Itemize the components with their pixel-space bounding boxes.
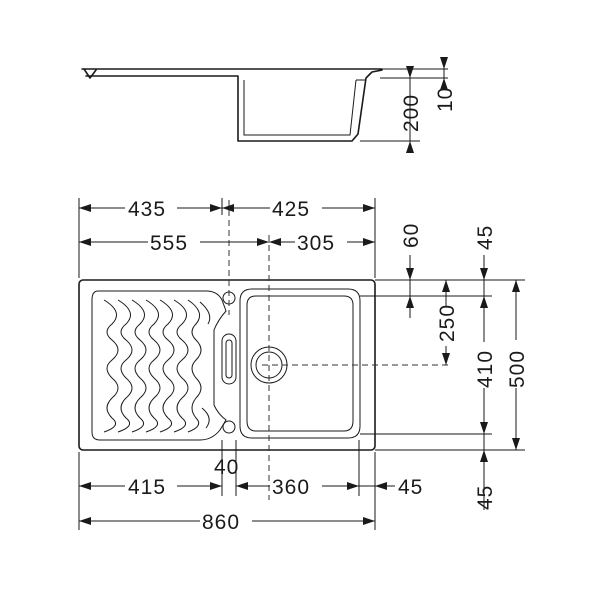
drainer-gap-label: 40: [214, 456, 239, 479]
label-bg-410: [475, 342, 495, 388]
drainer-ribs: [103, 299, 211, 433]
edge-to-bowl-label: 60: [400, 223, 423, 248]
arrow-360-right: [347, 482, 359, 490]
arrow-555-right: [257, 238, 269, 246]
width-right-label: 425: [272, 198, 310, 221]
arrow-555-left: [79, 238, 91, 246]
arrow-415-right: [210, 482, 222, 490]
right-dimensions: 60 45 250 410 500 45: [360, 223, 529, 510]
rim-label: 10: [434, 87, 457, 112]
edge-top-label: 45: [474, 225, 497, 250]
overflow-slot: [221, 333, 237, 385]
bowl-width-label: 360: [272, 476, 310, 499]
drainer-width-label: 415: [128, 476, 166, 499]
axis-left-label: 555: [150, 232, 188, 255]
bottom-dimensions: 40 415 360 45 860: [78, 440, 423, 534]
label-bg-555: [148, 232, 200, 252]
arrow-60-top: [406, 268, 414, 280]
label-bg-435: [125, 198, 177, 218]
label-bg-360: [270, 476, 322, 496]
arrow-250-top: [442, 280, 450, 292]
rim-arrow-bottom: [440, 78, 448, 90]
arrow-860-right: [363, 517, 375, 525]
arrow-45-top: [480, 268, 488, 280]
label-bg-860: [200, 511, 252, 531]
arrow-425-right: [363, 204, 375, 212]
side-view: 200 10: [81, 57, 457, 153]
overall-depth-label: 500: [506, 350, 529, 388]
arrow-45-right: [375, 482, 387, 490]
arrow-410-bottom: [480, 422, 488, 434]
arrow-360-left: [236, 482, 248, 490]
bowl-outer: [239, 288, 361, 439]
arrow-425-left: [222, 204, 234, 212]
label-bg-425: [270, 198, 322, 218]
arrow-860-left: [79, 517, 91, 525]
side-view-rim: [81, 68, 383, 142]
label-bg-250: [437, 306, 457, 346]
arrow-45-bottom: [480, 450, 488, 462]
top-dimensions: 435 425 555 305: [78, 198, 376, 278]
overflow-slot-inner: [225, 339, 233, 379]
arrow-435-left: [79, 204, 91, 212]
width-left-label: 435: [128, 198, 166, 221]
edge-right-label: 45: [398, 476, 423, 499]
drainer-board: [91, 290, 227, 441]
arrow-500-bottom: [512, 438, 520, 450]
sink-outline: [78, 279, 376, 451]
rim-arrow-top: [440, 57, 448, 69]
depth-arrow-top: [406, 66, 414, 78]
label-bg-415: [125, 476, 177, 496]
arrow-435-right: [210, 204, 222, 212]
drain-offset-label: 250: [436, 304, 459, 342]
depth-arrow-bottom: [406, 141, 414, 153]
side-view-inner-wall: [243, 79, 357, 136]
edge-bottom-label: 45: [474, 485, 497, 510]
axis-right-label: 305: [297, 232, 335, 255]
arrow-305-left: [269, 238, 281, 246]
second-tap-hole: [222, 420, 236, 434]
arrow-250-bottom: [442, 353, 450, 365]
overall-width-label: 860: [202, 511, 240, 534]
arrow-500-top: [512, 280, 520, 292]
bowl-height-label: 410: [474, 350, 497, 388]
arrow-305-right: [363, 238, 375, 246]
arrow-415-left: [79, 482, 91, 490]
bowl-inner: [246, 295, 354, 432]
arrow-60-bottom: [406, 296, 414, 308]
label-bg-305: [295, 232, 347, 252]
depth-label: 200: [400, 94, 423, 132]
label-bg-500: [507, 340, 527, 388]
top-view: [78, 200, 450, 500]
